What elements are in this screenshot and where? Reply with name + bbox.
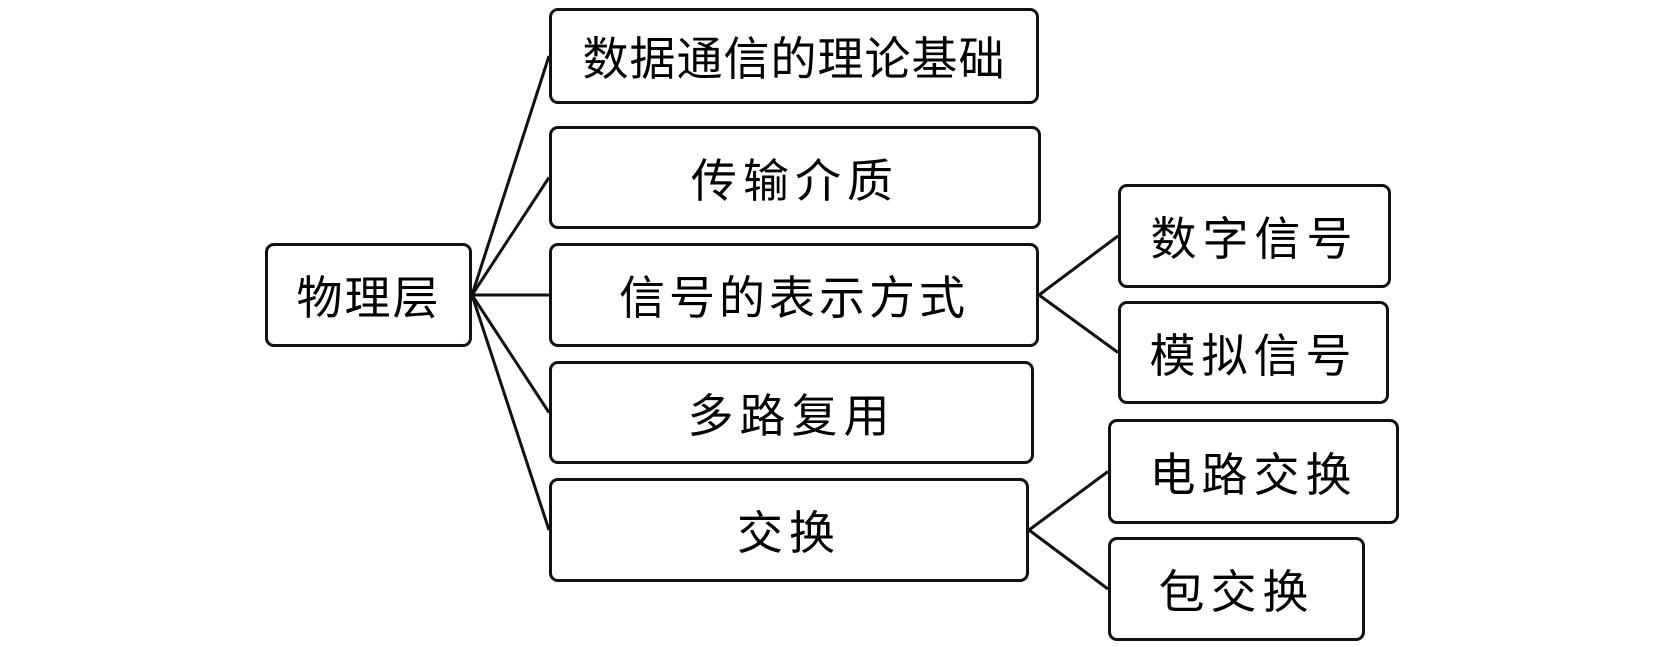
node-physical-layer: 物理层 <box>265 243 472 347</box>
connector-root-switching <box>470 294 551 531</box>
connector-root-media <box>470 176 551 296</box>
connector-root-theory <box>470 55 551 296</box>
node-data-communication-theory: 数据通信的理论基础 <box>549 8 1039 104</box>
node-transmission-media: 传输介质 <box>549 126 1041 229</box>
connector-switching-circuit <box>1028 470 1109 532</box>
node-digital-signal: 数字信号 <box>1118 184 1391 288</box>
node-packet-switching: 包交换 <box>1108 537 1365 641</box>
node-multiplexing: 多路复用 <box>549 361 1034 464</box>
connector-switching-packet <box>1028 528 1109 591</box>
connector-signal-digital <box>1038 234 1119 297</box>
node-signal-representation: 信号的表示方式 <box>549 243 1039 347</box>
node-switching: 交换 <box>549 478 1029 582</box>
node-analog-signal: 模拟信号 <box>1118 301 1389 404</box>
node-circuit-switching: 电路交换 <box>1108 419 1399 524</box>
connector-signal-analog <box>1038 293 1119 354</box>
connector-root-mux <box>470 294 551 414</box>
